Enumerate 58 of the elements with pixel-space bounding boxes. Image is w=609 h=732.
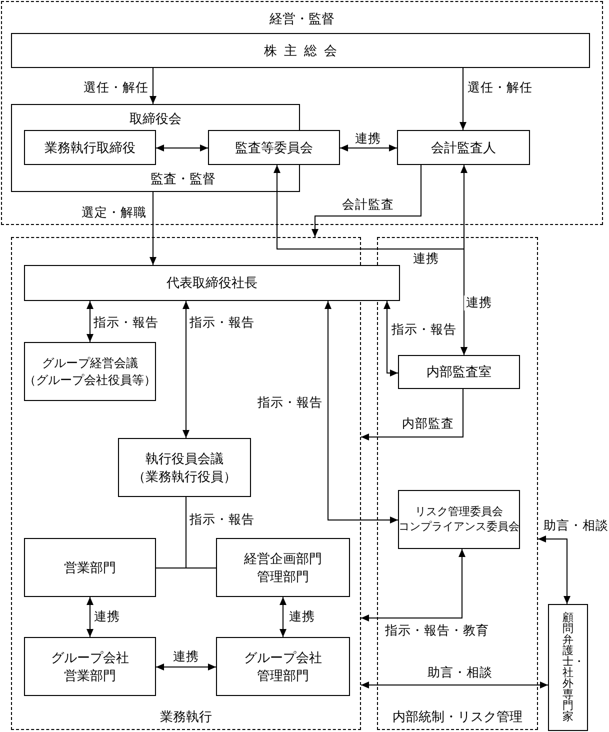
org-box: 業務執行取締役 — [24, 130, 156, 165]
org-box: 代表取締役社長 — [24, 265, 400, 301]
arrow — [156, 144, 208, 152]
board-box — [11, 104, 300, 192]
org-box: 顧問弁護士・社外専門家 — [548, 604, 588, 731]
edge-label: 指示・報告 — [188, 512, 256, 528]
edge-label: 連携 — [287, 610, 317, 624]
arrow — [312, 164, 422, 238]
edge-label: 選任・解任 — [82, 80, 150, 96]
connector-line — [186, 496, 216, 568]
org-box: グループ会社営業部門 — [24, 637, 156, 696]
edge-label: 連携 — [353, 132, 383, 146]
edge-label: 内部監査 — [400, 416, 456, 432]
edge-label: 指示・報告 — [188, 316, 256, 330]
arrow — [280, 596, 286, 638]
edge-label: 連携 — [464, 296, 494, 310]
edge-label: 指示・報告 — [390, 322, 458, 338]
org-box: 内部監査室 — [398, 355, 520, 389]
arrow — [384, 300, 398, 376]
edge-label: 助言・相談 — [426, 666, 494, 680]
org-box: 執行役員会議（業務執行役員） — [118, 438, 251, 497]
edge-label: 助言・相談 — [542, 518, 609, 534]
arrow — [156, 664, 216, 670]
edge-label: 会計監査 — [340, 198, 396, 212]
arrow — [86, 300, 94, 342]
org-box: 経営企画部門管理部門 — [216, 538, 350, 597]
arrow — [182, 300, 190, 438]
org-box: 営業部門 — [24, 538, 156, 597]
arrow — [150, 68, 156, 104]
arrow — [324, 300, 398, 524]
edge-label: 連携 — [411, 252, 441, 266]
edge-label: 連携 — [171, 650, 201, 664]
box-note: 監査・監督 — [150, 170, 216, 188]
box-heading: 取締役会 — [128, 110, 182, 128]
org-box: グループ経営会議（グループ会社役員等） — [24, 342, 156, 401]
edge-label: 選定・解職 — [80, 206, 148, 220]
org-box: リスク管理委員会コンプライアンス委員会 — [398, 490, 520, 549]
arrow — [360, 548, 466, 622]
group-label: 業務執行 — [159, 708, 213, 726]
arrow — [460, 164, 468, 356]
org-box: 監査等委員会 — [208, 130, 340, 165]
arrow — [538, 536, 570, 604]
org-box: 株主総会 — [11, 33, 590, 68]
arrow — [460, 68, 466, 130]
edge-label: 連携 — [92, 610, 122, 624]
edge-label: 指示・報告・教育 — [383, 624, 491, 638]
group-label: 内部統制・リスク管理 — [392, 708, 524, 726]
org-box: 会計監査人 — [397, 130, 530, 165]
edge-label: 選任・解任 — [466, 80, 534, 96]
arrow — [360, 682, 548, 688]
group-label: 経営・監督 — [268, 10, 336, 28]
arrow — [360, 388, 464, 440]
org-box: グループ会社管理部門 — [216, 637, 350, 696]
edge-label: 指示・報告 — [92, 316, 160, 330]
arrow — [340, 144, 398, 152]
arrow — [150, 192, 156, 266]
arrow — [86, 596, 94, 638]
edge-label: 指示・報告 — [256, 396, 324, 410]
